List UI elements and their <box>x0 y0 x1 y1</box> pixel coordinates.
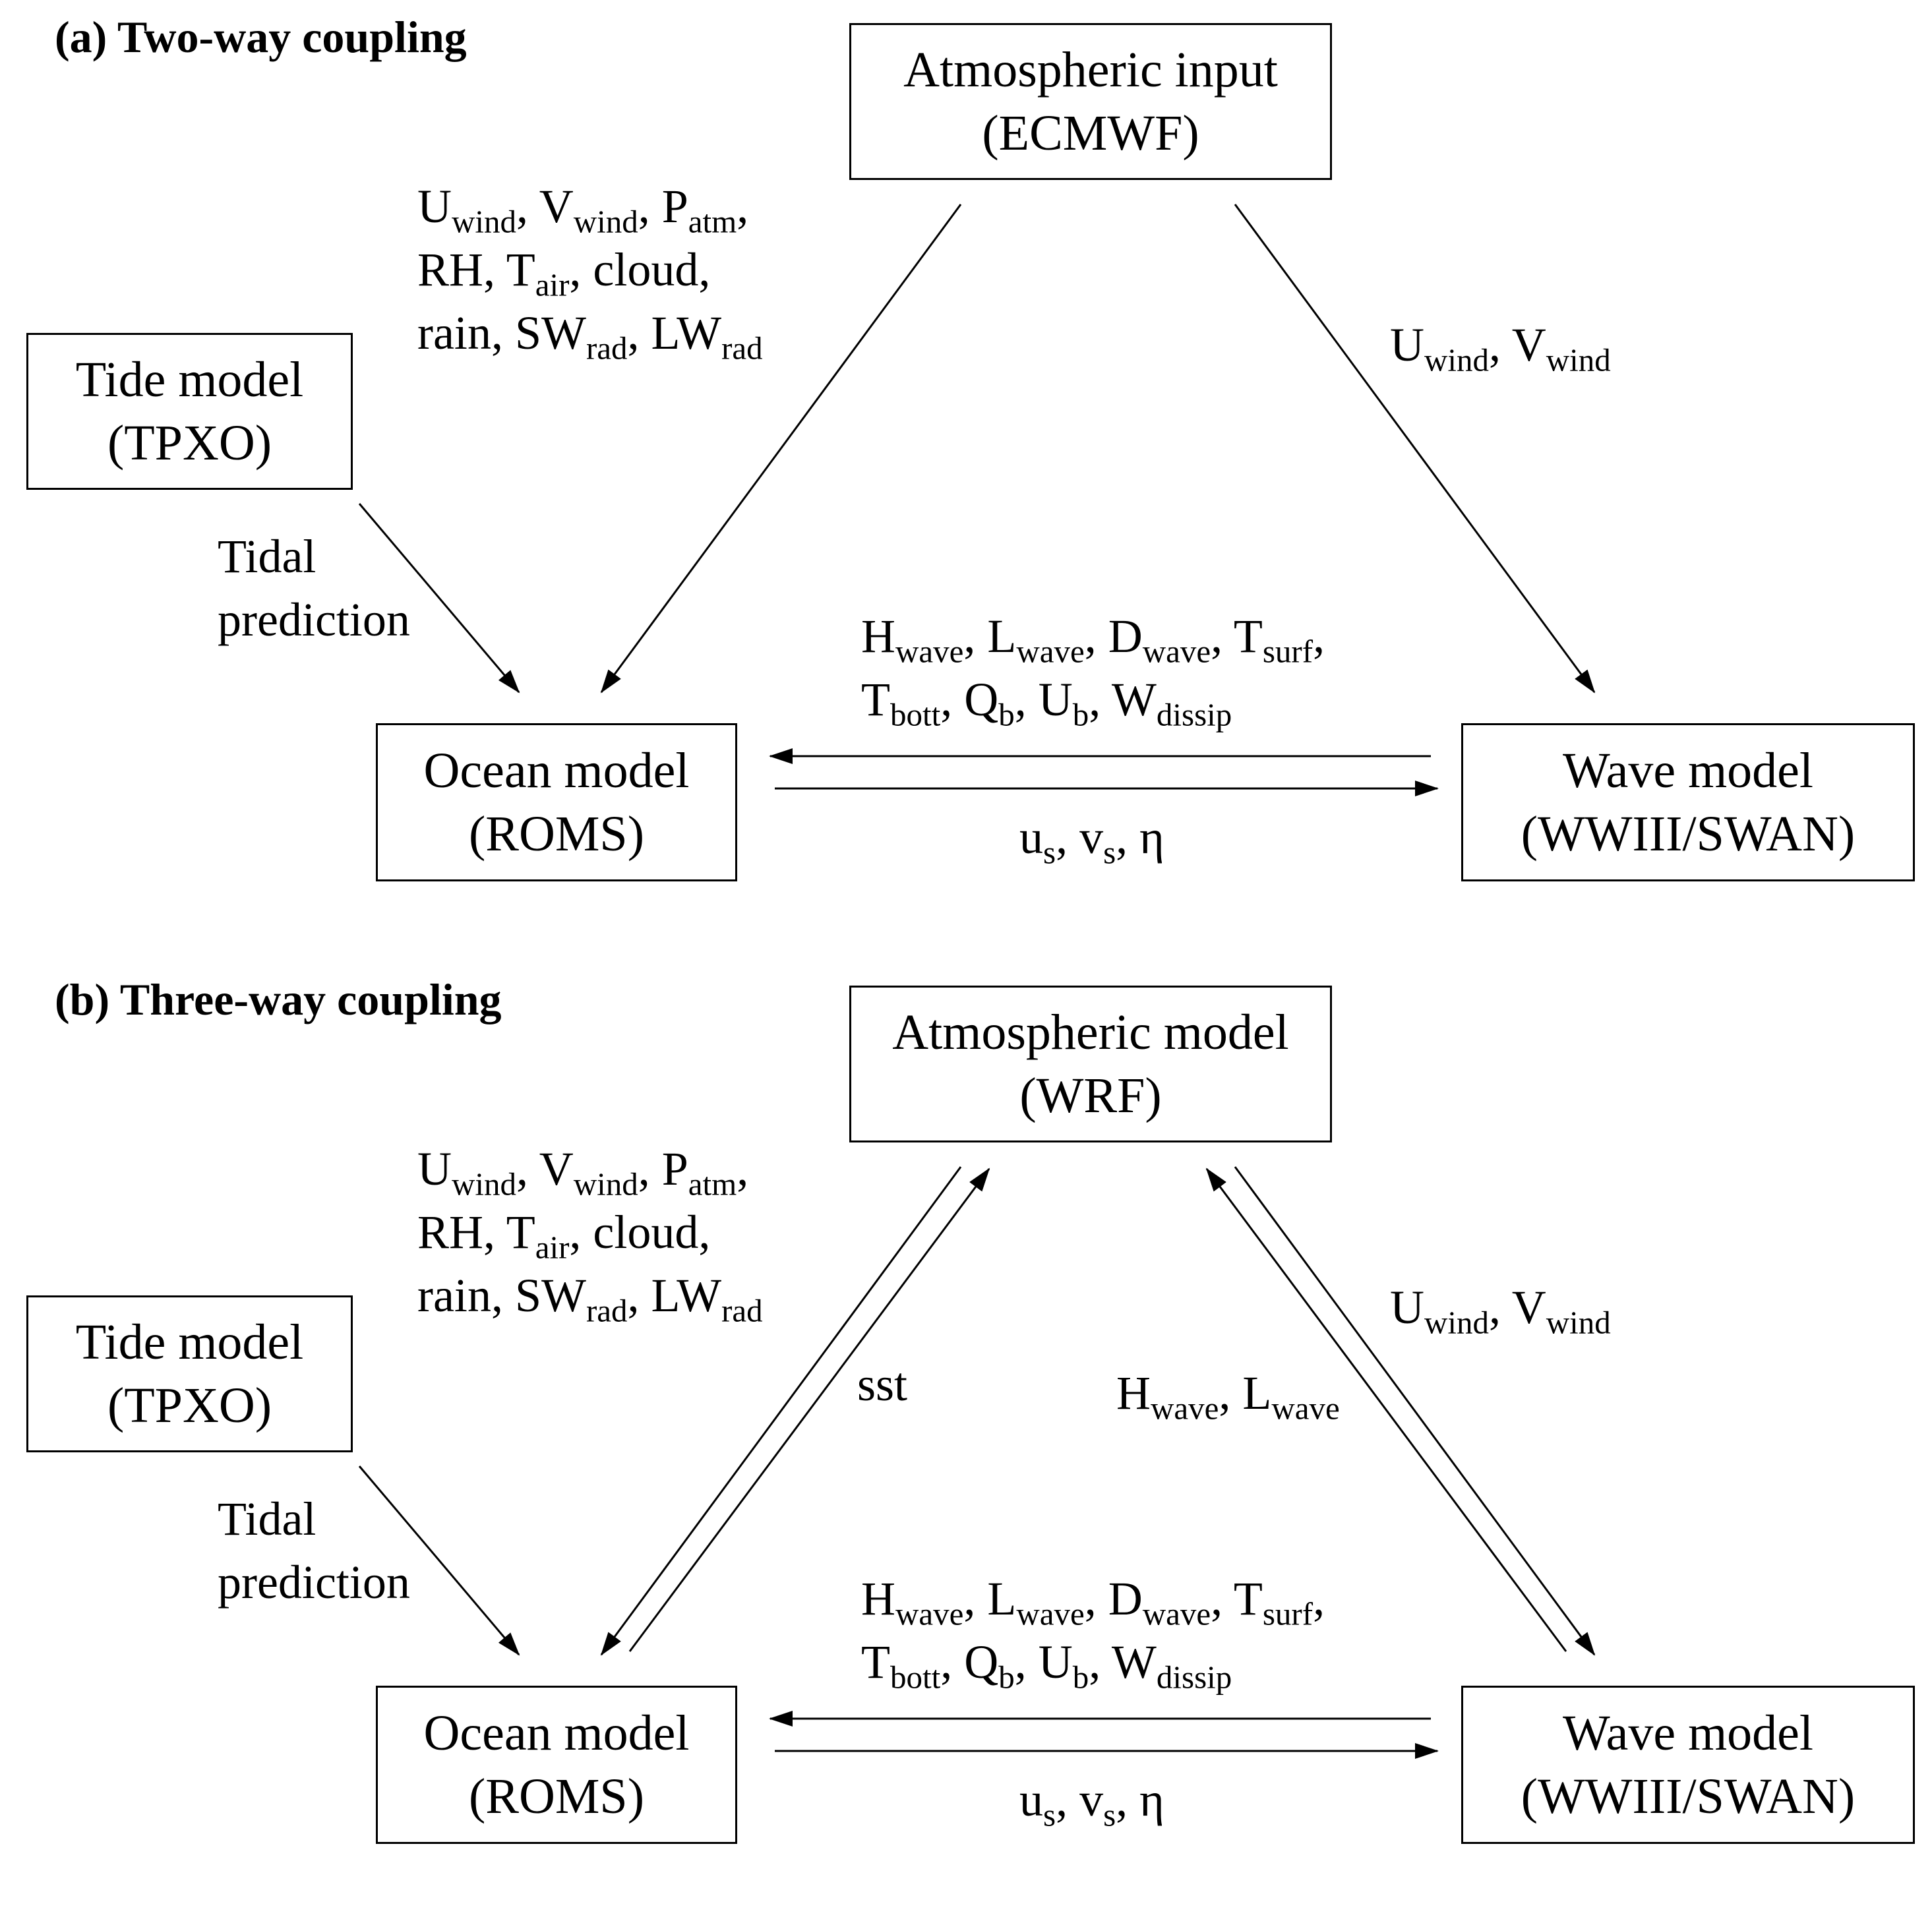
panel-two-way: (a) Two-way coupling Atmospheric input (… <box>0 0 1932 962</box>
atmospheric-input-box: Atmospheric input (ECMWF) <box>849 23 1332 180</box>
arrow-tide-to-ocean <box>358 1466 520 1656</box>
atmospheric-model-box: Atmospheric model (WRF) <box>849 986 1332 1142</box>
box-line1: Tide model <box>75 1315 304 1370</box>
ocean-to-wave-variables: us, vs, η <box>1019 811 1164 871</box>
wave-to-ocean-variables: Hwave, Lwave, Dwave, Tsurf, Tbott, Qb, U… <box>861 610 1325 733</box>
ocean-model-box: Ocean model (ROMS) <box>376 1686 737 1844</box>
arrows-layer-b <box>358 1166 1596 1759</box>
box-line1: Tide model <box>75 352 304 407</box>
arrow-atmos-to-ocean <box>600 204 962 694</box>
tide-model-box: Tide model (TPXO) <box>26 1295 353 1452</box>
box-line2: (ECMWF) <box>982 105 1199 161</box>
wave-to-ocean-variables: Hwave, Lwave, Dwave, Tsurf, Tbott, Qb, U… <box>861 1572 1325 1696</box>
tide-model-box: Tide model (TPXO) <box>26 333 353 490</box>
tidal-prediction-label: Tidal prediction <box>218 530 410 646</box>
panel-title: (b) Three-way coupling <box>55 974 502 1024</box>
atmos-to-wave-variables: Uwind, Vwind <box>1390 318 1611 378</box>
sst-label: sst <box>857 1358 908 1411</box>
arrow-ocean-to-atmos <box>628 1168 990 1652</box>
box-line1: Atmospheric model <box>892 1005 1289 1060</box>
arrow-wave-to-atmos <box>1205 1168 1567 1652</box>
atmos-to-ocean-variables: Uwind, Vwind, Patm, RH, Tair, cloud, rai… <box>417 1142 763 1329</box>
wave-model-box: Wave model (WWIII/SWAN) <box>1461 1686 1915 1844</box>
arrow-atmos-to-wave <box>1234 1166 1596 1656</box>
arrow-atmos-to-ocean <box>600 1166 962 1656</box>
box-line2: (TPXO) <box>107 415 272 471</box>
box-line1: Wave model <box>1562 1705 1814 1761</box>
box-line2: (TPXO) <box>107 1378 272 1433</box>
box-line1: Wave model <box>1562 743 1814 798</box>
ocean-model-box: Ocean model (ROMS) <box>376 723 737 881</box>
tidal-prediction-label: Tidal prediction <box>218 1493 410 1609</box>
wave-model-box: Wave model (WWIII/SWAN) <box>1461 723 1915 881</box>
ocean-to-wave-variables: us, vs, η <box>1019 1773 1164 1833</box>
box-line1: Ocean model <box>423 743 690 798</box>
panel-title: (a) Two-way coupling <box>55 12 467 62</box>
wave-to-atmos-variables: Hwave, Lwave <box>1116 1367 1340 1427</box>
box-line2: (ROMS) <box>468 806 645 862</box>
atmos-to-wave-variables: Uwind, Vwind <box>1390 1281 1611 1341</box>
box-line2: (WWIII/SWAN) <box>1521 806 1856 862</box>
box-line2: (ROMS) <box>468 1769 645 1824</box>
box-line2: (WRF) <box>1019 1068 1162 1123</box>
box-line1: Atmospheric input <box>903 42 1278 98</box>
arrows-layer-a <box>358 204 1596 796</box>
box-line2: (WWIII/SWAN) <box>1521 1769 1856 1824</box>
arrow-atmos-to-wave <box>1234 204 1596 694</box>
panel-three-way: (b) Three-way coupling Atmospheric model… <box>0 962 1932 1925</box>
box-line1: Ocean model <box>423 1705 690 1761</box>
atmos-to-ocean-variables: Uwind, Vwind, Patm, RH, Tair, cloud, rai… <box>417 180 763 367</box>
arrow-tide-to-ocean <box>358 503 520 694</box>
